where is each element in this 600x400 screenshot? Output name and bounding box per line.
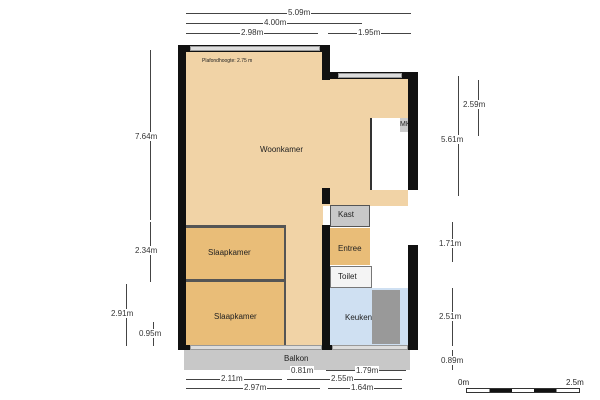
wall-inner — [322, 225, 330, 350]
slaapkamer-1 — [186, 227, 284, 279]
dim-right-251: 2.51m — [438, 312, 463, 321]
dim-top-left: 2.98m — [240, 28, 265, 37]
dim-bottom-081: 0.81m — [290, 366, 315, 375]
wall — [284, 225, 286, 346]
dim-bottom-164: 1.64m — [350, 383, 375, 392]
slaapkamer-2 — [186, 282, 284, 346]
kast-label: Kast — [338, 210, 355, 219]
window — [338, 73, 402, 78]
dim-left-095: 0.95m — [138, 329, 163, 338]
toilet-label: Toilet — [338, 272, 357, 281]
dim-bottom-179: 1.79m — [355, 366, 380, 375]
keuken-label: Keuken — [345, 313, 373, 322]
dim-right-259: 2.59m — [462, 100, 487, 109]
window — [332, 345, 408, 350]
hallway — [286, 227, 322, 346]
dim-bottom-297: 2.97m — [243, 383, 268, 392]
dim-bottom-211: 2.11m — [220, 374, 244, 383]
balkon-label: Balkon — [284, 354, 309, 363]
stairs-lower — [372, 245, 408, 287]
wall-right-lower — [408, 245, 418, 350]
scale-end: 2.5m — [566, 378, 584, 387]
wall-right-upper — [408, 72, 418, 190]
dim-bottom-255: 2.55m — [330, 374, 355, 383]
slaapkamer-2-label: Slaapkamer — [214, 312, 257, 321]
woonkamer-label: Woonkamer — [260, 145, 303, 154]
wall-notch — [322, 45, 330, 80]
wall — [186, 279, 284, 282]
kast — [330, 205, 370, 227]
scale-bar — [466, 388, 580, 393]
mk-label: MK — [400, 121, 411, 128]
dim-left-234: 2.34m — [134, 246, 159, 255]
woonkamer — [186, 52, 323, 227]
wall — [186, 225, 286, 228]
dim-top-4: 4.00m — [263, 18, 288, 27]
wall-left — [178, 45, 186, 350]
kitchen-counter — [372, 290, 400, 344]
dim-top-total: 5.09m — [287, 8, 312, 17]
dim-right-089: 0.89m — [440, 356, 465, 365]
dim-right-171: 1.71m — [438, 239, 463, 248]
balkon — [184, 348, 410, 370]
window — [190, 46, 320, 51]
entree — [330, 228, 370, 265]
dim-left-764: 7.64m — [134, 132, 159, 141]
ceiling-height-label: Plafondhoogte: 2.75 m — [202, 58, 253, 64]
wall-inner — [322, 188, 330, 204]
window — [190, 345, 322, 350]
scale-start: 0m — [458, 378, 470, 387]
dim-right-561: 5.61m — [440, 135, 465, 144]
entree-label: Entree — [338, 244, 362, 253]
dim-top-right: 1.95m — [357, 28, 382, 37]
toilet — [330, 266, 372, 288]
dim-left-291: 2.91m — [110, 309, 135, 318]
slaapkamer-1-label: Slaapkamer — [208, 248, 251, 257]
mk-closet — [400, 118, 408, 132]
